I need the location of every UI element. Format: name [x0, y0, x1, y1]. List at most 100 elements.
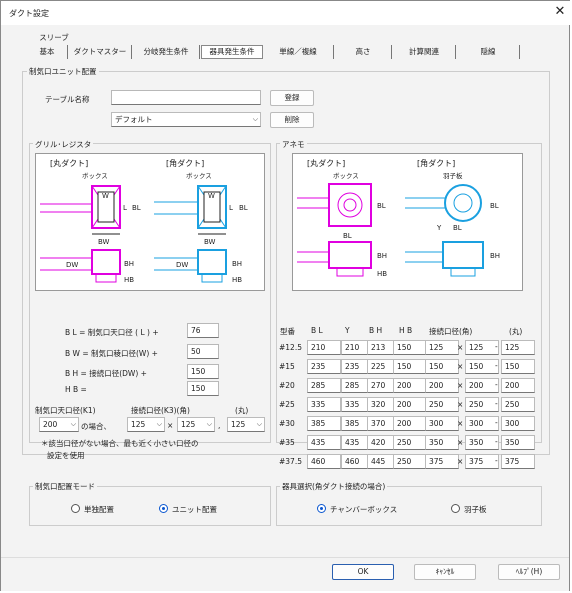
radio-single[interactable]	[71, 504, 80, 513]
separator-dash: -	[495, 361, 498, 370]
table-cell[interactable]: 150	[465, 359, 499, 374]
grille-square-bl: BL	[239, 204, 248, 212]
table-cell[interactable]: 200	[501, 378, 535, 393]
param-bw-input[interactable]: 50	[187, 344, 219, 359]
grille-round-bl: BL	[132, 204, 141, 212]
separator-dash: -	[495, 456, 498, 465]
table-cell[interactable]: 300	[501, 416, 535, 431]
table-cell[interactable]: 150	[501, 359, 535, 374]
tab-4[interactable]: 単線／複線	[263, 45, 334, 59]
table-cell[interactable]: 200	[393, 416, 427, 431]
table-cell[interactable]: 460	[307, 454, 341, 469]
grille-square-outlet	[201, 273, 223, 283]
table-cell[interactable]: 350	[501, 435, 535, 450]
table-cell[interactable]: 200	[393, 378, 427, 393]
table-cell[interactable]: 200	[425, 378, 459, 393]
table-cell[interactable]: 300	[465, 416, 499, 431]
delete-button[interactable]: 削除	[270, 112, 314, 128]
table-cell[interactable]: 250	[425, 397, 459, 412]
table-cell[interactable]: 150	[393, 340, 427, 355]
close-icon[interactable]: ✕	[554, 4, 566, 19]
bottom-bar	[1, 557, 569, 591]
table-cell[interactable]: 235	[307, 359, 341, 374]
table-cell[interactable]: 125	[465, 340, 499, 355]
radio-vane[interactable]	[451, 504, 460, 513]
times-icon: ×	[457, 343, 464, 352]
table-cell[interactable]: 210	[341, 340, 375, 355]
table-cell[interactable]: 270	[367, 378, 401, 393]
radio-unit-label: ユニット配置	[172, 505, 217, 514]
param-bl-input[interactable]: 76	[187, 323, 219, 338]
table-cell[interactable]: 285	[307, 378, 341, 393]
anemo-round-box	[328, 183, 372, 227]
table-cell[interactable]: 200	[393, 397, 427, 412]
k3-square-a-select[interactable]: 125⌵	[127, 417, 165, 432]
times-icon: ×	[457, 400, 464, 409]
help-button[interactable]: ﾍﾙﾌﾟ(H)	[498, 564, 560, 580]
table-cell[interactable]: 125	[425, 340, 459, 355]
tab-2[interactable]: 分岐発生条件	[133, 45, 200, 59]
row-model: #20	[279, 381, 295, 390]
k1-select[interactable]: 200⌵	[39, 417, 79, 432]
table-cell[interactable]: 385	[307, 416, 341, 431]
tab-5[interactable]: 高さ	[335, 45, 392, 59]
table-name-input[interactable]	[111, 90, 261, 105]
chevron-down-icon: ⌵	[156, 420, 162, 428]
anemo-group-title: アネモ	[280, 139, 307, 150]
param-hb-input[interactable]: 150	[187, 381, 219, 396]
grille-group-frame	[29, 143, 271, 443]
k3-round-select[interactable]: 125⌵	[227, 417, 265, 432]
table-cell[interactable]: 250	[393, 435, 427, 450]
table-cell[interactable]: 150	[393, 359, 427, 374]
tab-3[interactable]: 器具発生条件	[201, 45, 263, 59]
tab-6[interactable]: 計算関連	[393, 45, 456, 59]
anemo-square-box-2	[442, 241, 484, 269]
anemo-square-bl: BL	[490, 202, 499, 210]
tab-7[interactable]: 隠線	[457, 45, 520, 59]
table-select[interactable]: デフォルト ⌵	[111, 112, 261, 127]
cancel-button[interactable]: ｷｬﾝｾﾙ	[414, 564, 476, 580]
anemo-round-box-2	[328, 241, 372, 269]
table-cell[interactable]: 150	[425, 359, 459, 374]
anemo-square-circle	[444, 184, 482, 222]
note-line-2: 設定を使用	[47, 451, 85, 460]
table-cell[interactable]: 320	[367, 397, 401, 412]
tab-1[interactable]: ダクトマスター	[69, 45, 132, 59]
ok-button[interactable]: OK	[332, 564, 394, 580]
param-hb-label: H B =	[65, 385, 87, 394]
table-cell[interactable]: 210	[307, 340, 341, 355]
grille-square-l: L	[229, 204, 233, 212]
table-cell[interactable]: 125	[501, 340, 535, 355]
k3-square-b-select[interactable]: 125⌵	[177, 417, 215, 432]
row-model: #35	[279, 438, 295, 447]
table-cell[interactable]: 435	[307, 435, 341, 450]
table-cell[interactable]: 250	[465, 397, 499, 412]
table-cell[interactable]: 350	[465, 435, 499, 450]
table-cell[interactable]: 350	[425, 435, 459, 450]
anemo-round-title: [丸ダクト]	[307, 158, 345, 168]
table-cell[interactable]: 285	[341, 378, 375, 393]
table-cell[interactable]: 250	[393, 454, 427, 469]
table-cell[interactable]: 375	[501, 454, 535, 469]
table-cell[interactable]: 250	[501, 397, 535, 412]
table-cell[interactable]: 335	[307, 397, 341, 412]
tab-sleeve[interactable]: スリーブ	[39, 33, 69, 42]
param-bh-input[interactable]: 150	[187, 364, 219, 379]
grille-square-bh: BH	[232, 260, 242, 268]
times-icon: ×	[457, 438, 464, 447]
radio-unit[interactable]	[159, 504, 168, 513]
table-cell[interactable]: 200	[465, 378, 499, 393]
table-cell[interactable]: 300	[425, 416, 459, 431]
param-bh-label: B H = 接続口径(DW) +	[65, 369, 147, 378]
table-cell[interactable]: 375	[425, 454, 459, 469]
param-bl-label: B L = 制気口天口径 ( L ) +	[65, 328, 159, 337]
col-header-bl: B L	[311, 326, 323, 335]
table-cell[interactable]: 375	[465, 454, 499, 469]
tab-0[interactable]: 基本	[27, 45, 68, 59]
row-model: #30	[279, 419, 295, 428]
param-bw-label: B W = 制気口稜口径(W) +	[65, 349, 158, 358]
register-button[interactable]: 登録	[270, 90, 314, 106]
separator-dash: -	[495, 399, 498, 408]
radio-chamber[interactable]	[317, 504, 326, 513]
